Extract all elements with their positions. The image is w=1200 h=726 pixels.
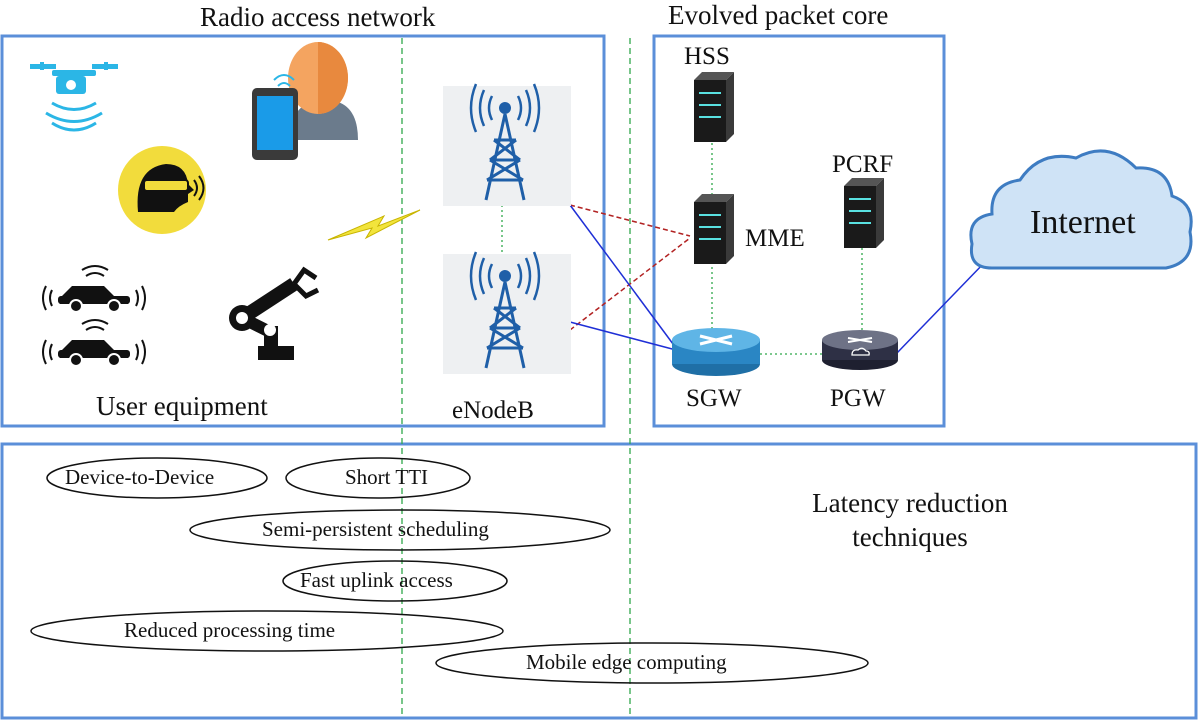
drone-icon <box>30 62 118 132</box>
server-icon <box>694 72 734 142</box>
technique-semi-persistent-scheduling: Semi-persistent scheduling <box>262 517 489 541</box>
pgw-label: PGW <box>830 385 886 412</box>
technique-short-tti: Short TTI <box>345 465 429 489</box>
user-equipment-label: User equipment <box>96 391 268 421</box>
smartphone-user-icon <box>252 42 358 160</box>
robot-arm-icon <box>229 266 320 360</box>
vr-headset-user-icon <box>118 146 206 234</box>
semi-persistent-scheduling-ellipse <box>189 509 611 551</box>
reduced-processing-time-ellipse <box>30 610 504 652</box>
cell-tower-icon <box>443 251 571 374</box>
device-to-device-ellipse <box>46 457 268 499</box>
short-tti-ellipse <box>285 457 471 499</box>
technique-mobile-edge-computing: Mobile edge computing <box>526 650 727 674</box>
connected-car-icon <box>42 319 146 367</box>
hss-label: HSS <box>684 43 730 70</box>
enodeb1-sgw-link <box>569 204 677 349</box>
internet-label: Internet <box>1030 204 1136 241</box>
evolved-packet-core-frame <box>652 34 946 428</box>
server-icon <box>844 178 884 248</box>
technique-reduced-processing-time: Reduced processing time <box>124 618 336 642</box>
router-icon <box>822 330 898 370</box>
enodeb1-mme-link <box>569 204 691 237</box>
mobile-edge-computing-ellipse <box>435 642 869 684</box>
pgw-internet-link <box>895 261 986 355</box>
lightning-link-icon <box>327 209 421 241</box>
pcrf-label: PCRF <box>832 151 894 178</box>
sgw-label: SGW <box>686 385 742 412</box>
cell-tower-icon <box>443 83 571 206</box>
latency-techniques-frame <box>0 442 1198 720</box>
router-icon <box>672 328 760 376</box>
enodeb2-sgw-link <box>569 321 677 351</box>
technique-fast-uplink-access: Fast uplink access <box>300 568 453 592</box>
enodeb-label: eNodeB <box>452 397 534 424</box>
cloud-icon <box>969 149 1193 270</box>
fast-uplink-access-ellipse <box>282 560 508 602</box>
mme-label: MME <box>745 225 805 252</box>
technique-device-to-device: Device-to-Device <box>65 465 215 489</box>
evolved-packet-core-label: Evolved packet core <box>668 0 889 30</box>
connected-car-icon <box>42 265 146 313</box>
radio-access-network-label: Radio access network <box>200 2 436 32</box>
server-icon <box>694 194 734 264</box>
radio-access-network-frame <box>0 34 606 428</box>
enodeb2-mme-link <box>569 237 691 331</box>
latency-reduction-title: Latency reduction techniques <box>812 488 1008 552</box>
